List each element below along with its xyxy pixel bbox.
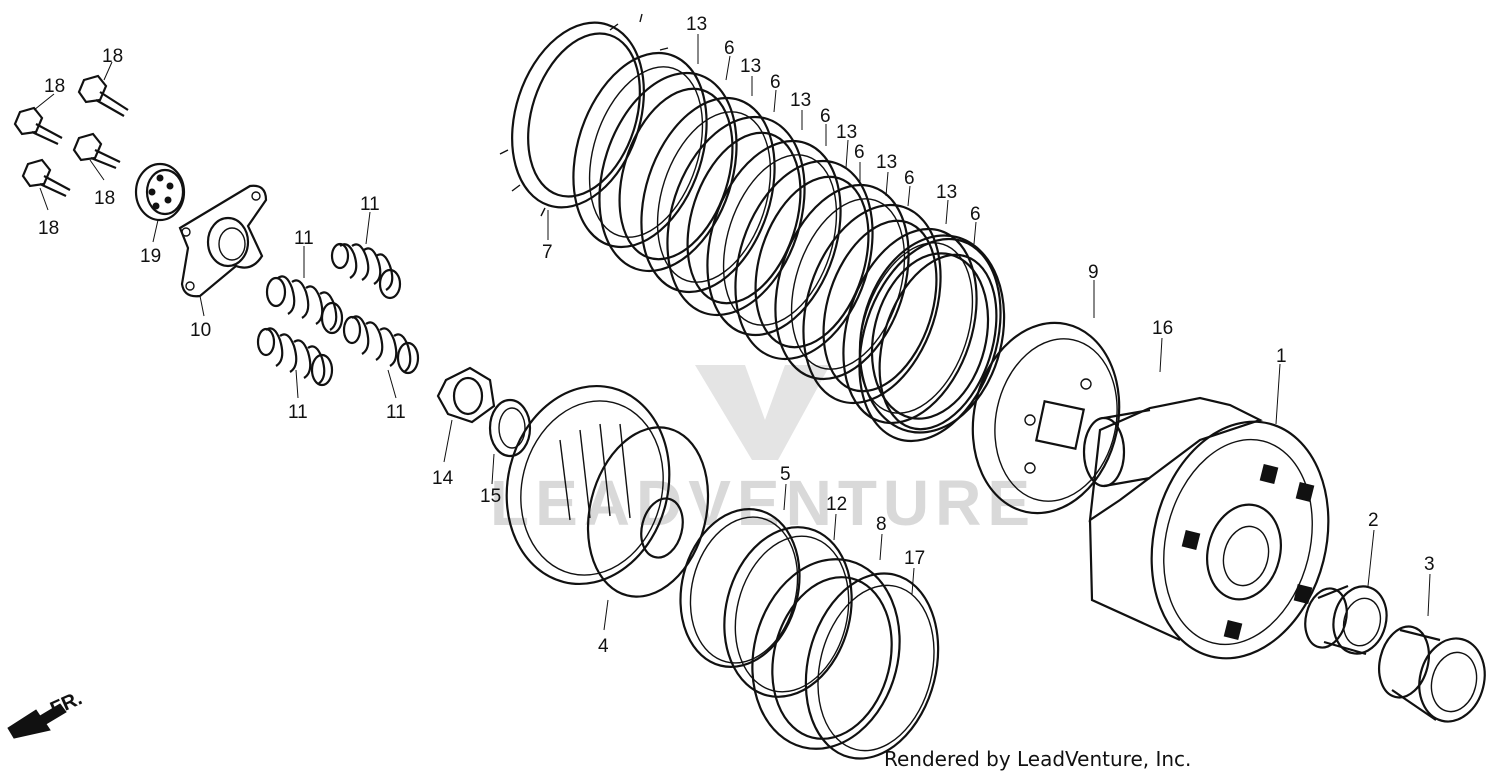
- spring-seat-12: [723, 526, 853, 698]
- callout-13: 13: [740, 56, 761, 77]
- callout-6: 6: [770, 72, 781, 93]
- clutch-plate-13-1: [572, 51, 708, 249]
- pressure-plate-9: [971, 321, 1121, 515]
- callout-18: 18: [102, 46, 123, 67]
- callout-16: 16: [1152, 318, 1173, 339]
- direction-label: FR.: [47, 687, 85, 720]
- callout-12: 12: [826, 494, 847, 515]
- callout-17: 17: [904, 548, 925, 569]
- callout-6: 6: [970, 204, 981, 225]
- callout-6: 6: [854, 142, 865, 163]
- clutch-plate-17: [804, 572, 940, 760]
- lifter-plate-10: [178, 184, 268, 298]
- callout-13: 13: [686, 14, 707, 35]
- friction-disc-6-2: [666, 115, 806, 317]
- friction-disc-6-1: [598, 71, 738, 273]
- friction-disc-8: [751, 558, 901, 750]
- clutch-outer-1: [1088, 396, 1330, 660]
- friction-disc-6-5: [858, 237, 1002, 443]
- watermark-text: LEADVENTURE: [490, 467, 1036, 539]
- bolt-18-middle: [72, 132, 121, 170]
- lock-nut-14: [436, 366, 496, 424]
- bearing-19: [134, 162, 186, 222]
- needle-bearing-2: [1304, 584, 1388, 656]
- callout-6: 6: [820, 106, 831, 127]
- friction-disc-6-3: [734, 159, 874, 361]
- render-credit: Rendered by LeadVenture, Inc.: [884, 747, 1191, 771]
- callout-13: 13: [936, 182, 957, 203]
- watermark-logo: [695, 365, 830, 460]
- callout-11: 11: [288, 402, 308, 423]
- callout-13: 13: [790, 90, 811, 111]
- callout-labels: 18 18 18 18 19 10 11 11 11 11 7 13 6 13 …: [38, 14, 1435, 657]
- callout-8: 8: [876, 514, 887, 535]
- callout-2: 2: [1368, 510, 1379, 531]
- shaft-sleeve-16: [1082, 408, 1151, 488]
- callout-11: 11: [386, 402, 406, 423]
- friction-disc-6-4: [802, 203, 942, 405]
- callout-19: 19: [140, 246, 161, 267]
- callout-14: 14: [432, 468, 454, 489]
- callout-13: 13: [876, 152, 897, 173]
- callout-4: 4: [598, 636, 609, 657]
- callout-3: 3: [1424, 554, 1435, 575]
- callout-11: 11: [294, 228, 314, 249]
- callout-5: 5: [780, 464, 791, 485]
- callout-15: 15: [480, 486, 501, 507]
- callout-18: 18: [38, 218, 59, 239]
- spring-11-upper-right: [330, 242, 402, 300]
- bolt-18-upper-left: [13, 106, 63, 145]
- callout-10: 10: [190, 320, 211, 341]
- washer-15: [488, 398, 532, 458]
- spring-11-lower-right: [342, 315, 420, 375]
- callout-13: 13: [836, 122, 857, 143]
- callout-6: 6: [724, 38, 735, 59]
- bolt-18-lower: [21, 158, 71, 197]
- callout-6: 6: [904, 168, 915, 189]
- spring-11-upper-left: [265, 275, 344, 335]
- clutch-center-4: [505, 384, 710, 598]
- callout-7: 7: [542, 242, 553, 263]
- collar-3: [1378, 625, 1486, 723]
- clutch-plate-13-3: [706, 139, 842, 337]
- leader-lines: [33, 34, 1431, 631]
- callout-1: 1: [1276, 346, 1287, 367]
- spring-11-lower-left: [256, 327, 334, 387]
- callout-18: 18: [44, 76, 65, 97]
- front-direction-arrow: FR.: [7, 687, 85, 739]
- callout-11: 11: [360, 194, 380, 215]
- clutch-plate-13-4: [774, 183, 910, 381]
- bolt-18-top: [77, 74, 129, 117]
- callout-9: 9: [1088, 262, 1099, 283]
- friction-disc-7: [499, 13, 669, 217]
- callout-18: 18: [94, 188, 115, 209]
